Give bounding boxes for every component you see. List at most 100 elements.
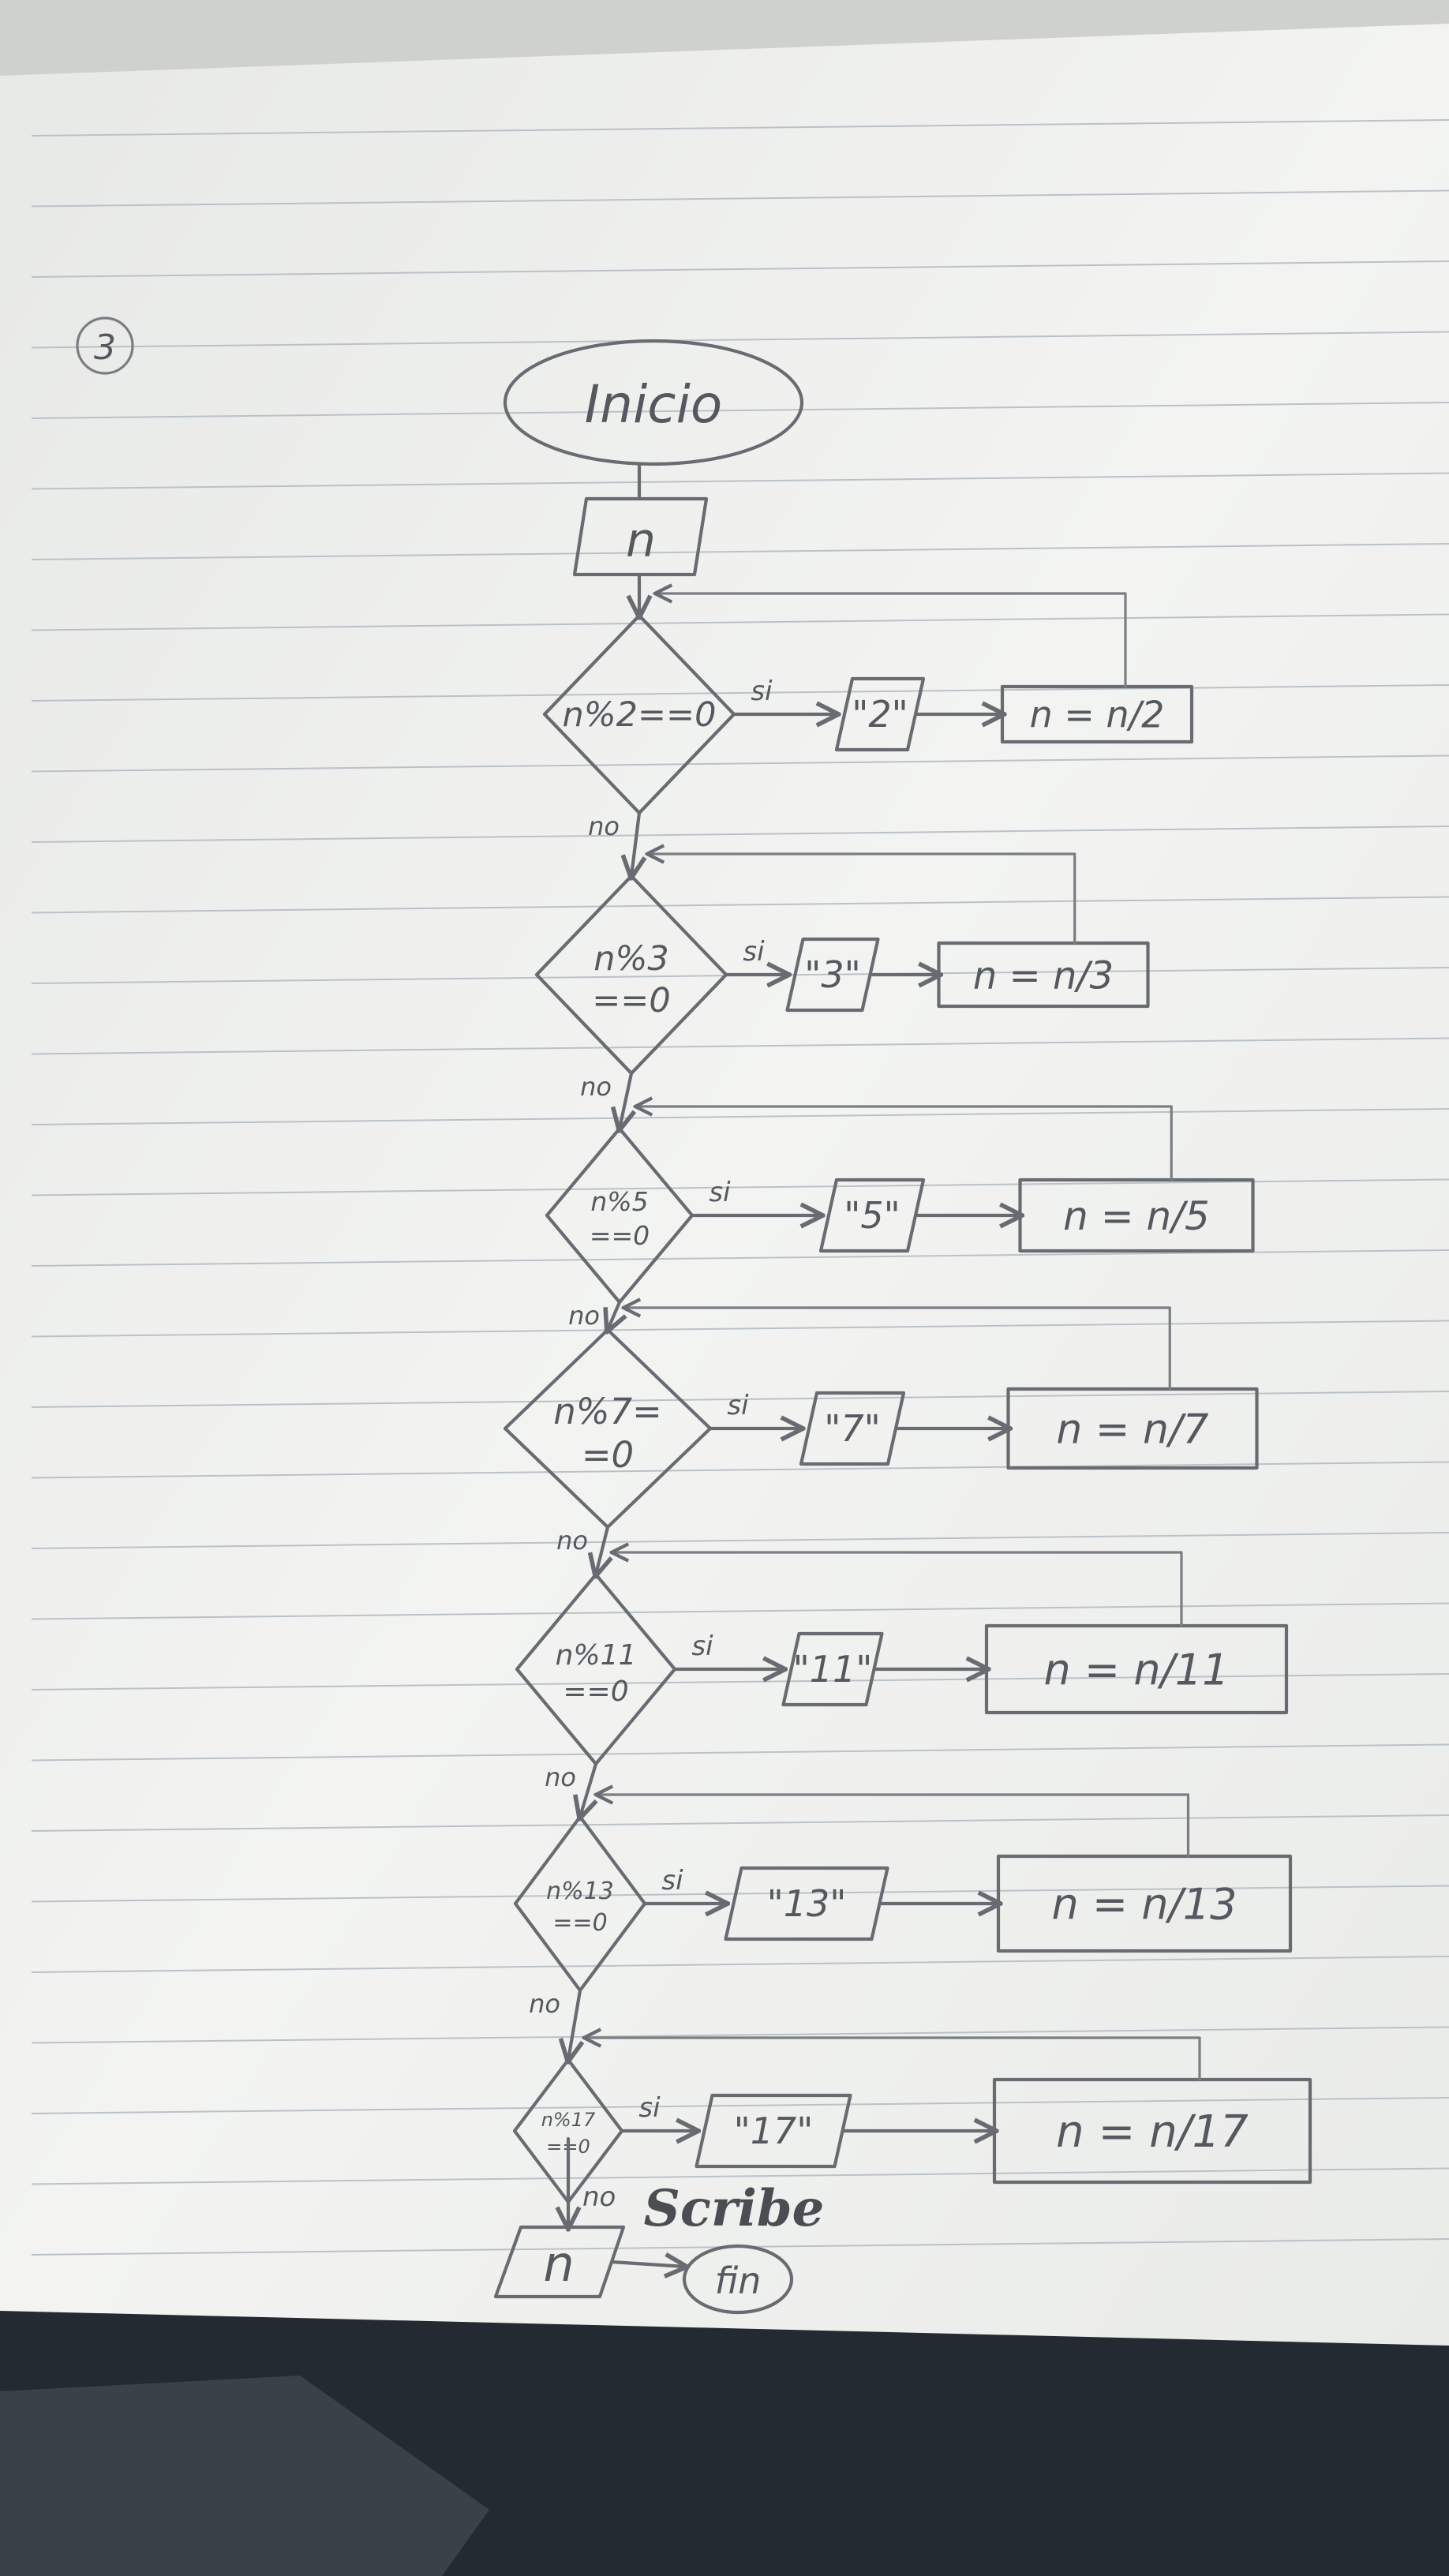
condition-text: n%17 [541,2109,596,2131]
assignment-box [1018,1178,1255,1253]
flow-stage: n%3==0si"3"n = n/3no [534,854,1150,1129]
condition-text: ==0 [590,1220,650,1251]
rule-line [31,472,1449,490]
no-label: no [580,1072,612,1102]
output-parallelogram [785,937,880,1013]
rule-line [31,1743,1449,1762]
condition-text: n%7= [553,1391,662,1432]
condition-text: n%13 [546,1878,614,1905]
output-parallelogram [799,1391,906,1466]
rule-line [31,684,1449,702]
condition-text: ==0 [592,981,670,1020]
loop-back-arrow [586,2038,1201,2081]
paper-sheet [0,24,1449,2346]
rule-line [31,2167,1449,2185]
no-label: no [545,1762,576,1792]
rule-line [31,119,1449,137]
assignment-text: n = n/3 [973,953,1114,998]
loop-back-arrow [649,854,1076,945]
no-arrow [608,1300,620,1330]
condition-text: n%3 [593,939,668,979]
condition-text: =0 [582,1434,634,1476]
assignment-text: n = n/5 [1063,1193,1210,1239]
connector [609,2262,685,2267]
rule-line [31,613,1449,631]
ruled-lines [31,119,1449,2256]
rule-line [31,1814,1449,1832]
assignment-box [937,941,1150,1009]
rule-line [31,1178,1449,1196]
page-number-circle [76,316,134,375]
output-text: "17" [734,2110,814,2152]
no-label: no [588,811,620,841]
rule-line [31,1673,1449,1690]
loop-back-arrow [597,1795,1190,1858]
condition-text: ==0 [563,1676,628,1708]
final-output-label: n [543,2235,574,2293]
rule-line [31,1461,1449,1479]
end-label: fin [715,2260,762,2302]
rule-line [31,543,1449,560]
rule-line [31,402,1449,419]
rule-line [31,260,1449,278]
rule-line [31,331,1449,349]
rule-line [31,2097,1449,2114]
assignment-text: n = n/2 [1030,694,1165,736]
loop-back-arrow [625,1308,1171,1391]
rule-line [31,826,1449,843]
rule-line [31,1885,1449,1903]
yes-label: si [727,1390,749,1421]
rule-line [31,2026,1449,2044]
output-text: "5" [844,1194,900,1237]
loop-back-arrow [613,1552,1183,1627]
assignment-box [992,2077,1312,2185]
end-terminal [682,2244,794,2315]
no-arrow [631,811,639,876]
rule-line [31,1602,1449,1620]
yes-label: si [751,676,773,707]
page-number: 3 [94,328,116,368]
final-no-label: no [582,2181,616,2213]
no-arrow [580,1762,596,1817]
rule-line [31,896,1449,914]
final-output-parallelogram [493,2225,626,2299]
rule-line [31,1391,1449,1408]
rule-line [31,1108,1449,1125]
output-text: "13" [767,1882,847,1925]
output-parallelogram [781,1631,884,1707]
output-parallelogram [695,2093,852,2169]
output-text: "11" [793,1648,873,1690]
start-terminal [503,339,804,466]
condition-text: n%5 [590,1186,648,1217]
yes-label: si [638,2092,661,2124]
no-label: no [568,1301,600,1331]
flow-stage: n%2==0si"2"n = n/2no [542,593,1194,876]
assignment-box [984,1623,1289,1715]
yes-label: si [691,1631,713,1662]
assignment-text: n = n/7 [1056,1406,1208,1454]
no-label: no [529,1989,560,2019]
rule-line [31,1956,1449,1973]
condition-text: n%2==0 [563,695,717,735]
output-text: "3" [804,953,861,996]
cloth-left [0,2376,489,2576]
rule-line [31,1249,1449,1267]
rule-line [31,189,1449,208]
rule-line [31,1532,1449,1549]
flow-stage: n%5==0si"5"n = n/5no [545,1106,1255,1331]
input-label: n [626,513,656,568]
no-arrow [568,1988,580,2060]
condition-text: ==0 [552,1909,607,1937]
assignment-box [996,1854,1293,1953]
assignment-text: n = n/11 [1044,1645,1230,1694]
input-parallelogram [572,496,709,577]
rule-line [31,1320,1449,1338]
output-parallelogram [834,676,926,752]
loop-back-arrow [657,593,1127,688]
output-parallelogram [818,1178,926,1253]
no-label: no [556,1526,588,1556]
